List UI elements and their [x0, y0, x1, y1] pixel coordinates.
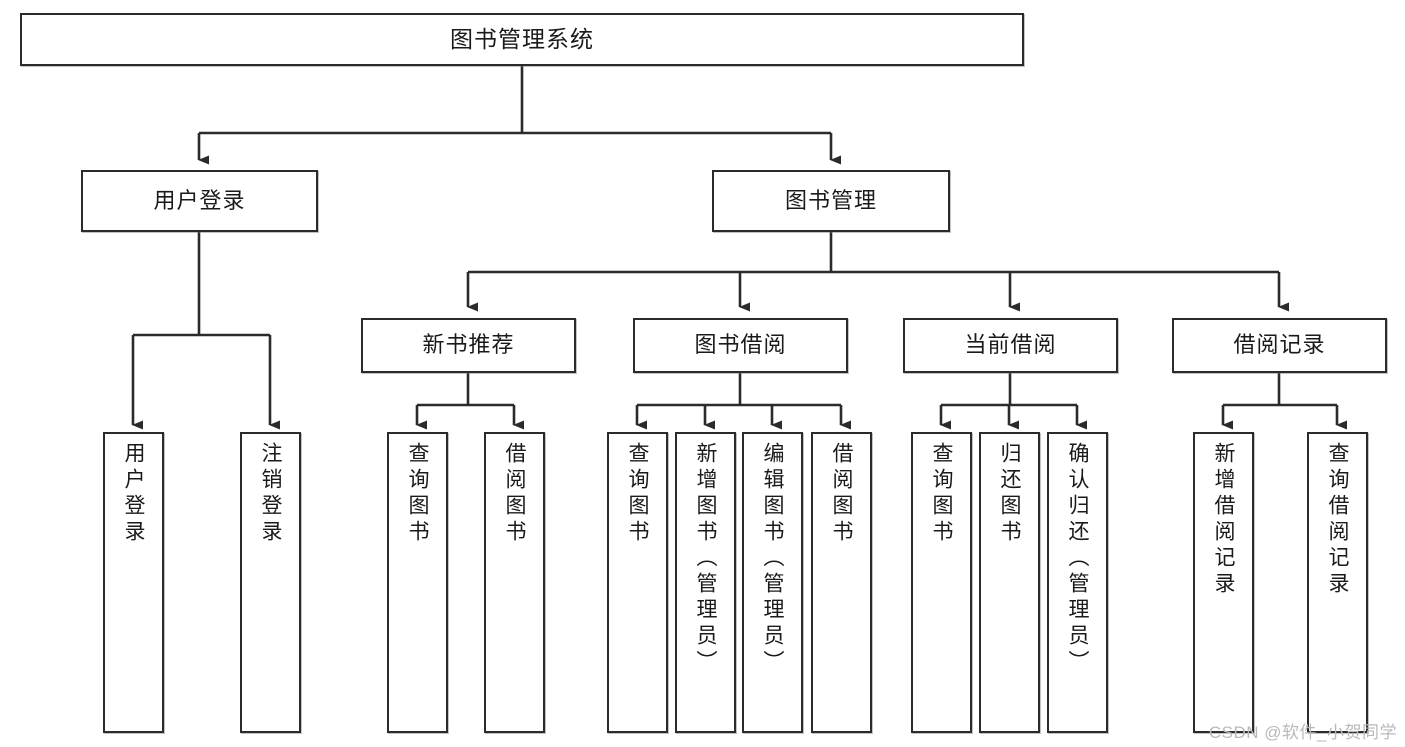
leaf-edit-book-admin[interactable]: 编辑图书（管理员）: [742, 432, 803, 733]
node-label: 确认归还（管理员）: [1066, 442, 1089, 676]
node-label: 图书管理系统: [450, 25, 594, 52]
node-label: 图书管理: [784, 187, 877, 213]
node-label: 查询图书: [930, 442, 953, 546]
node-label: 新书推荐: [422, 332, 515, 358]
node-label: 查询图书: [406, 442, 429, 546]
node-borrow-record[interactable]: 借阅记录: [1172, 318, 1387, 373]
leaf-borrow-book-new-rec[interactable]: 借阅图书: [484, 432, 545, 733]
node-label: 用户登录: [122, 442, 145, 546]
node-label: 图书借阅: [694, 332, 787, 358]
node-label: 当前借阅: [964, 332, 1057, 358]
node-current-borrow[interactable]: 当前借阅: [903, 318, 1118, 373]
node-book-manage[interactable]: 图书管理: [712, 170, 950, 232]
leaf-return-book[interactable]: 归还图书: [979, 432, 1040, 733]
leaf-query-book-current[interactable]: 查询图书: [911, 432, 972, 733]
leaf-confirm-return-admin[interactable]: 确认归还（管理员）: [1047, 432, 1108, 733]
node-label: 新增借阅记录: [1212, 442, 1235, 598]
node-label: 编辑图书（管理员）: [761, 442, 784, 676]
node-label: 注销登录: [259, 442, 282, 546]
node-root-book-management-system[interactable]: 图书管理系统: [20, 13, 1024, 66]
leaf-add-borrow-record[interactable]: 新增借阅记录: [1193, 432, 1254, 733]
node-label: 查询图书: [626, 442, 649, 546]
node-label: 借阅图书: [830, 442, 853, 546]
leaf-user-login[interactable]: 用户登录: [103, 432, 164, 733]
leaf-query-book-new-rec[interactable]: 查询图书: [387, 432, 448, 733]
leaf-user-logout[interactable]: 注销登录: [240, 432, 301, 733]
node-book-borrow[interactable]: 图书借阅: [633, 318, 848, 373]
node-label: 用户登录: [153, 187, 246, 213]
leaf-add-book-admin[interactable]: 新增图书（管理员）: [675, 432, 736, 733]
node-label: 借阅图书: [503, 442, 526, 546]
node-new-book-recommendation[interactable]: 新书推荐: [361, 318, 576, 373]
leaf-borrow-book[interactable]: 借阅图书: [811, 432, 872, 733]
csdn-watermark: CSDN @软件_小贺同学: [1208, 723, 1397, 742]
node-user-login[interactable]: 用户登录: [81, 170, 318, 232]
node-label: 查询借阅记录: [1326, 442, 1349, 598]
node-label: 归还图书: [998, 442, 1021, 546]
node-label: 借阅记录: [1233, 332, 1326, 358]
node-label: 新增图书（管理员）: [694, 442, 717, 676]
leaf-query-book-borrow[interactable]: 查询图书: [607, 432, 668, 733]
leaf-query-borrow-record[interactable]: 查询借阅记录: [1307, 432, 1368, 733]
